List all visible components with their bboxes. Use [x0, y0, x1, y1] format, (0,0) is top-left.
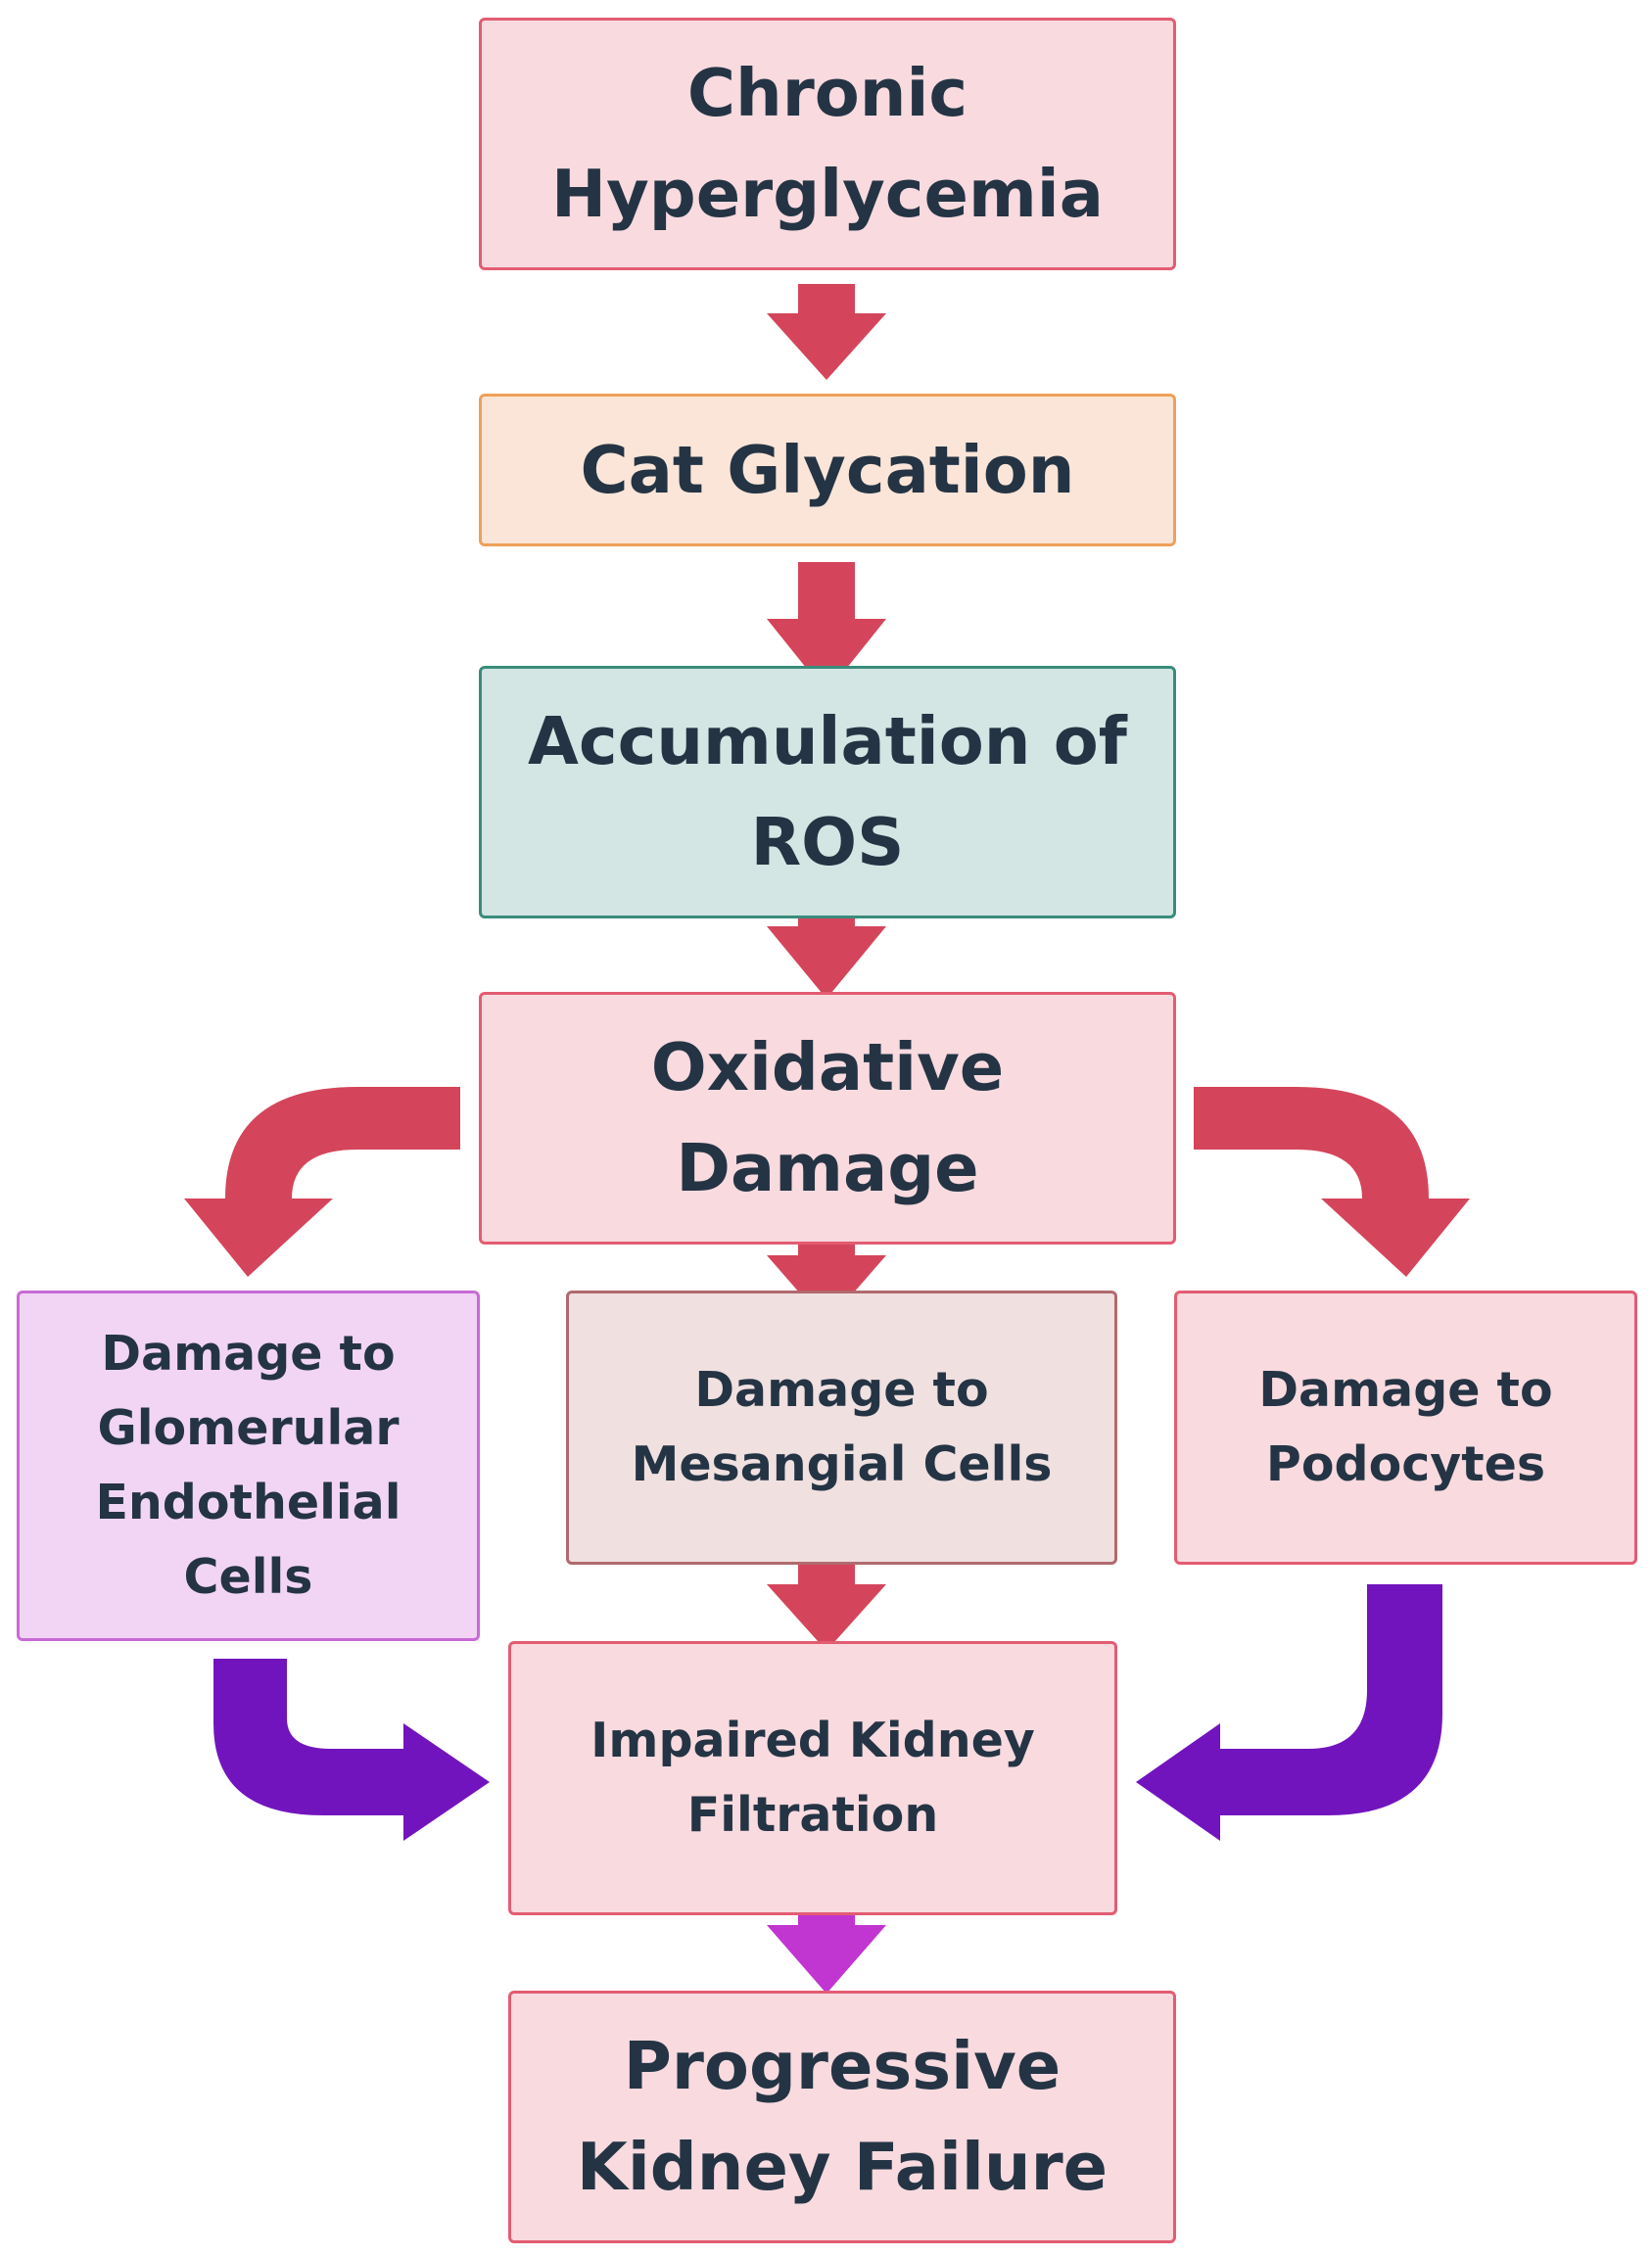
- node-damage-to-mesangial-cells: Damage to Mesangial Cells: [566, 1291, 1117, 1565]
- arrow-podocytes-to-filtration: [1136, 1584, 1442, 1841]
- node-label: Damage to Glomerular Endothelial Cells: [95, 1326, 401, 1605]
- arrow-mesangial-to-filtration: [767, 1561, 886, 1651]
- arrow-oxidative-to-mesangial: [767, 1232, 886, 1324]
- node-cat-glycation: Cat Glycation: [479, 394, 1176, 546]
- node-label: Cat Glycation: [580, 431, 1075, 508]
- node-label: Oxidative Damage: [650, 1029, 1005, 1206]
- arrow-filtration-to-failure: [767, 1907, 886, 1994]
- node-label: Damage to Mesangial Cells: [631, 1362, 1053, 1492]
- node-label: Accumulation of ROS: [528, 703, 1127, 880]
- node-label: Chronic Hyperglycemia: [551, 55, 1104, 232]
- node-label: Impaired Kidney Filtration: [590, 1713, 1035, 1843]
- arrow-oxidative-to-podocytes: [1194, 1087, 1470, 1277]
- arrow-oxidative-to-glomerular: [184, 1087, 460, 1277]
- arrow-ros-to-oxidative: [767, 909, 886, 999]
- node-label: Progressive Kidney Failure: [576, 2028, 1109, 2205]
- node-accumulation-of-ros: Accumulation of ROS: [479, 666, 1176, 918]
- node-chronic-hyperglycemia: Chronic Hyperglycemia: [479, 18, 1176, 270]
- node-progressive-kidney-failure: Progressive Kidney Failure: [508, 1991, 1176, 2243]
- node-impaired-kidney-filtration: Impaired Kidney Filtration: [508, 1641, 1117, 1915]
- node-label: Damage to Podocytes: [1258, 1362, 1553, 1492]
- arrow-glycation-to-ros: [767, 562, 886, 693]
- node-damage-to-glomerular-endothelial-cells: Damage to Glomerular Endothelial Cells: [17, 1291, 480, 1641]
- node-oxidative-damage: Oxidative Damage: [479, 992, 1176, 1245]
- arrow-glomerular-to-filtration: [213, 1659, 490, 1841]
- node-damage-to-podocytes: Damage to Podocytes: [1174, 1291, 1637, 1565]
- arrow-hyperglycemia-to-glycation: [767, 284, 886, 380]
